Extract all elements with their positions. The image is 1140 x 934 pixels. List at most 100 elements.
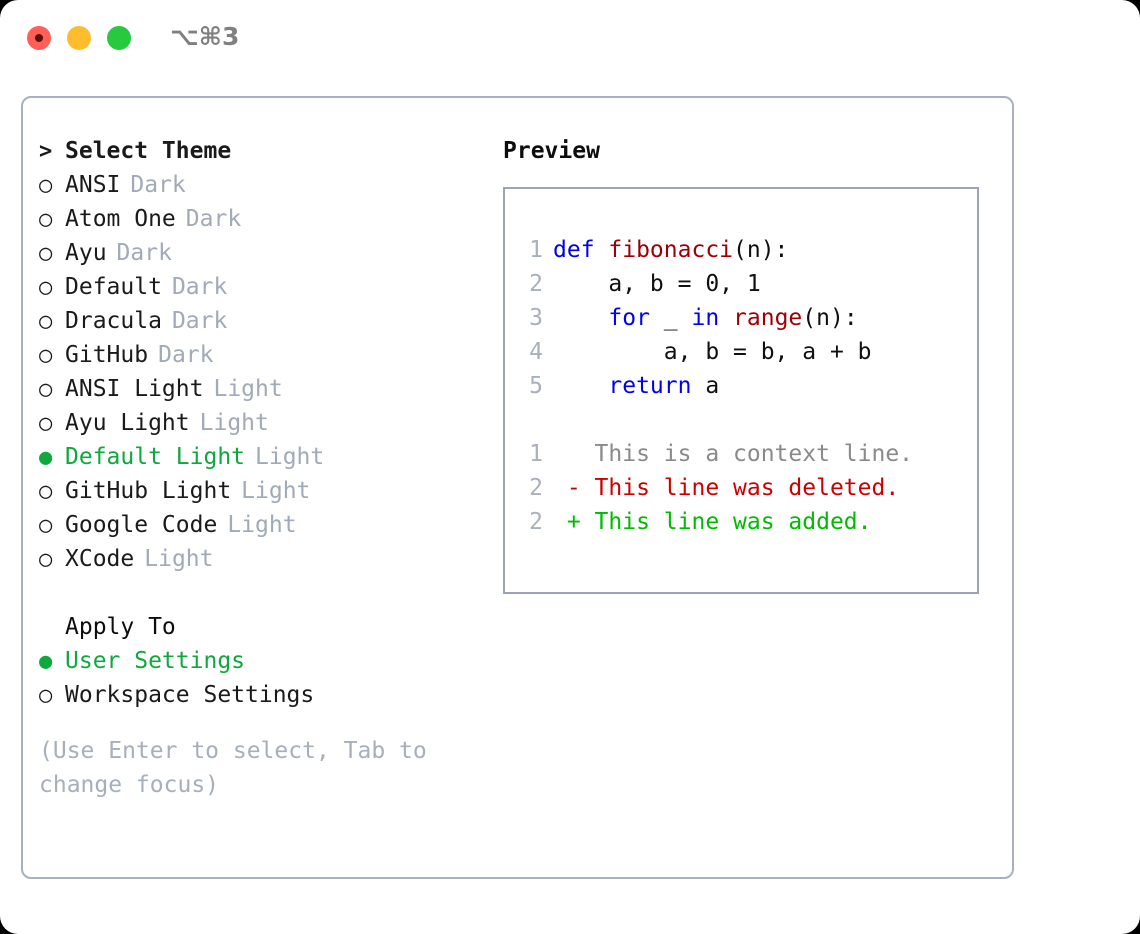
line-number: 1 <box>529 237 543 263</box>
theme-option-label: GitHub Light <box>65 478 232 504</box>
theme-option-label: Atom One <box>65 206 176 232</box>
code-token: _ <box>649 305 692 331</box>
code-line: 1 def fibonacci(n): <box>515 233 913 267</box>
radio-unselected-icon: ○ <box>39 275 53 300</box>
diff-text: - This line was deleted. <box>553 475 900 501</box>
code-token: fibonacci <box>608 237 734 263</box>
theme-option-tag: Dark <box>130 172 186 198</box>
prompt-caret-icon: > <box>39 139 53 164</box>
theme-option-label: Default <box>65 274 162 300</box>
code-token: def <box>553 237 609 263</box>
theme-option-label: Ayu <box>65 240 107 266</box>
code-token: in <box>691 305 734 331</box>
record-indicator-icon <box>35 34 43 42</box>
code-line: 4 a, b = b, a + b <box>515 335 913 369</box>
radio-unselected-icon: ○ <box>39 309 53 334</box>
title-bar: ⌥⌘3 <box>0 0 1140 78</box>
theme-option[interactable]: ○ Ayu Dark <box>39 236 489 270</box>
theme-option[interactable]: ○ Dracula Dark <box>39 304 489 338</box>
code-token <box>553 305 608 331</box>
diff-line: 2 + This line was added. <box>515 505 913 539</box>
close-button[interactable] <box>27 26 51 50</box>
line-number: 5 <box>529 373 543 399</box>
apply-to-option[interactable]: ○ Workspace Settings <box>39 678 489 712</box>
code-token: return <box>608 373 692 399</box>
theme-option[interactable]: ● Default Light Light <box>39 440 489 474</box>
line-number: 4 <box>529 339 543 365</box>
code-line: 2 a, b = 0, 1 <box>515 267 913 301</box>
code-token: a <box>691 373 720 399</box>
apply-to-list: ●User Settings ○ Workspace Settings <box>39 644 489 712</box>
theme-option-tag: Light <box>213 376 283 402</box>
theme-option-tag: Dark <box>158 342 214 368</box>
window-controls <box>27 26 131 50</box>
theme-option-label: XCode <box>65 546 135 572</box>
apply-to-title: Apply To <box>65 614 176 640</box>
theme-option[interactable]: ○ Atom One Dark <box>39 202 489 236</box>
radio-unselected-icon: ○ <box>39 683 53 708</box>
section-spacer <box>39 576 489 610</box>
theme-option[interactable]: ○ ANSI Light Light <box>39 372 489 406</box>
theme-option-label: Ayu Light <box>65 410 190 436</box>
radio-unselected-icon: ○ <box>39 173 53 198</box>
radio-unselected-icon: ○ <box>39 207 53 232</box>
code-blank-line <box>515 403 913 437</box>
theme-option[interactable]: ○ GitHub Dark <box>39 338 489 372</box>
code-token: a, b = b, a + b <box>553 339 872 365</box>
line-number: 3 <box>529 305 543 331</box>
theme-option[interactable]: ○ Default Dark <box>39 270 489 304</box>
theme-option-label: Default Light <box>65 444 246 470</box>
theme-option-tag: Light <box>255 444 325 470</box>
theme-option-tag: Dark <box>171 308 228 334</box>
radio-unselected-icon: ○ <box>39 411 53 436</box>
apply-to-heading: ○ Apply To <box>39 610 489 644</box>
radio-unselected-icon: ○ <box>39 377 53 402</box>
theme-option-label: Google Code <box>65 512 218 538</box>
theme-option-label: GitHub <box>65 342 149 368</box>
theme-picker-heading: > Select Theme <box>39 134 489 168</box>
apply-to-option[interactable]: ●User Settings <box>39 644 489 678</box>
theme-option-tag: Dark <box>116 240 172 266</box>
diff-line: 1 This is a context line. <box>515 437 913 471</box>
code-line: 3 for _ in range(n): <box>515 301 913 335</box>
line-number: 2 <box>529 271 543 297</box>
apply-to-option-label: Workspace Settings <box>65 682 315 708</box>
radio-unselected-icon: ○ <box>39 241 53 266</box>
radio-selected-icon: ● <box>39 445 53 470</box>
theme-option-tag: Dark <box>171 274 228 300</box>
code-token: for <box>608 305 650 331</box>
code-token: a, b = 0, 1 <box>553 271 761 297</box>
theme-option-tag: Light <box>241 478 311 504</box>
theme-option-label: Dracula <box>65 308 162 334</box>
code-token: (n): <box>802 305 858 331</box>
line-number: 2 <box>529 475 543 501</box>
radio-unselected-icon: ○ <box>39 547 53 572</box>
diff-text: This is a context line. <box>553 441 914 467</box>
theme-option-tag: Light <box>227 512 297 538</box>
apply-to-option-label: User Settings <box>65 648 246 674</box>
code-line: 5 return a <box>515 369 913 403</box>
diff-text: + This line was added. <box>553 509 872 535</box>
line-number: 1 <box>529 441 543 467</box>
radio-unselected-icon: ○ <box>39 479 53 504</box>
code-token: range <box>733 305 803 331</box>
theme-picker-title: Select Theme <box>65 138 232 164</box>
zoom-button[interactable] <box>107 26 131 50</box>
radio-unselected-icon: ○ <box>39 343 53 368</box>
theme-option[interactable]: ○ GitHub Light Light <box>39 474 489 508</box>
minimize-button[interactable] <box>67 26 91 50</box>
theme-option-label: ANSI Light <box>65 376 204 402</box>
theme-option-tag: Dark <box>185 206 242 232</box>
code-token: (n): <box>733 237 789 263</box>
